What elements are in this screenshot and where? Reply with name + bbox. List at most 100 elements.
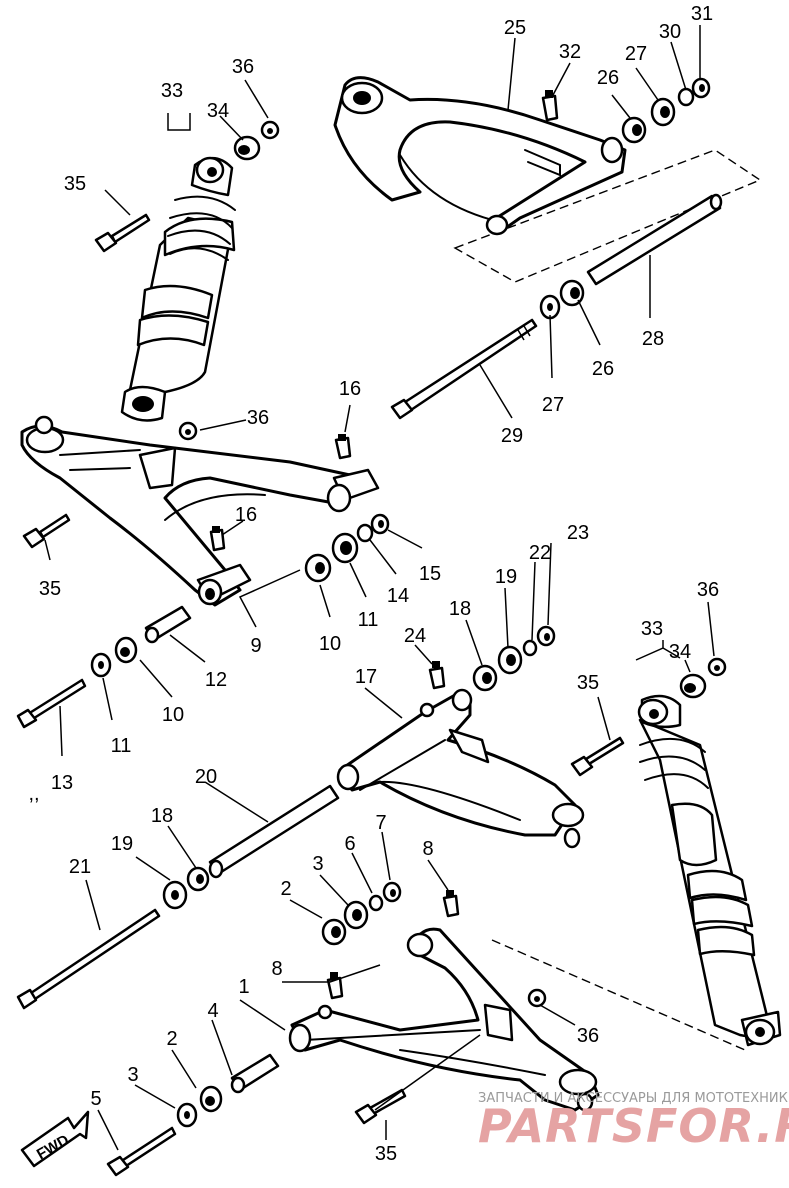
callout-4: 4 [207, 1000, 218, 1022]
callout-36: 36 [232, 56, 254, 78]
callout-9: 9 [250, 635, 261, 657]
callout-10: 10 [319, 633, 341, 655]
callout-8: 8 [422, 838, 433, 860]
callout-3: 3 [127, 1064, 138, 1086]
callout-27: 27 [542, 394, 564, 416]
callout-26: 26 [597, 67, 619, 89]
callout-34: 34 [207, 100, 229, 122]
callout-16: 16 [339, 378, 361, 400]
collar-12 [144, 605, 192, 644]
callout-2: 2 [280, 878, 291, 900]
callout-13: 13 [51, 772, 73, 794]
watermark-brand: PARTSFOR.RU [478, 1099, 789, 1153]
callout-25: 25 [504, 17, 526, 39]
bolt-35-bottom [354, 1034, 481, 1125]
grease-nipple-24 [428, 661, 446, 690]
callout-36: 36 [697, 579, 719, 601]
stray-mark: ,, [28, 783, 39, 805]
bolt-35-top [94, 213, 151, 253]
callout-18: 18 [449, 598, 471, 620]
callout-32: 32 [559, 41, 581, 63]
bolt-13 [16, 678, 87, 729]
shock-absorber-left [120, 156, 236, 422]
callout-31: 31 [691, 3, 713, 25]
callout-3: 3 [312, 853, 323, 875]
collar-34-top [233, 135, 261, 161]
callout-6: 6 [344, 833, 355, 855]
callout-36: 36 [247, 407, 269, 429]
callout-35: 35 [375, 1143, 397, 1165]
nut-36-right [707, 657, 727, 677]
grease-nipple-16-a [334, 434, 352, 460]
callout-8: 8 [271, 958, 282, 980]
nut-36-bottom [527, 988, 547, 1008]
callout-35: 35 [64, 173, 86, 195]
lower-arm-17 [336, 688, 585, 849]
callout-20: 20 [195, 766, 217, 788]
washers-26-27-mid [539, 279, 585, 320]
callout-17: 17 [355, 666, 377, 688]
callout-26: 26 [592, 358, 614, 380]
callout-29: 29 [501, 425, 523, 447]
callout-24: 24 [404, 625, 426, 647]
callout-11: 11 [111, 735, 132, 757]
callout-36: 36 [577, 1025, 599, 1047]
callout-5: 5 [90, 1088, 101, 1110]
bushings-26-27-30-31-top [621, 77, 711, 144]
callout-7: 7 [375, 812, 386, 834]
callout-35: 35 [577, 672, 599, 694]
callout-10: 10 [162, 704, 184, 726]
callout-1: 1 [238, 976, 249, 998]
collar-20 [208, 784, 340, 879]
leader-lines [44, 25, 715, 1151]
callout-12: 12 [205, 669, 227, 691]
callout-22: 22 [529, 542, 551, 564]
callout-16: 16 [235, 504, 257, 526]
callout-15: 15 [419, 563, 441, 585]
callout-21: 21 [69, 856, 91, 878]
callout-18: 18 [151, 805, 173, 827]
bolt-35-right [570, 736, 625, 777]
washers-10-11-mid-left [90, 636, 138, 678]
washers-2-3-lower [176, 1085, 223, 1128]
callout-27: 27 [625, 43, 647, 65]
bolt-21 [16, 908, 161, 1010]
lower-arm-1 [288, 927, 746, 1112]
collar-28 [586, 193, 723, 286]
grease-nipple-16-b [209, 526, 226, 552]
callout-19: 19 [111, 833, 133, 855]
nut-36-mid [178, 421, 198, 441]
bushings-2-3-6-7-upper [321, 881, 402, 946]
shock-absorber-right [637, 694, 782, 1047]
callout-labels: 25 32 26 27 30 31 28 26 27 29 36 33 34 3… [28, 3, 719, 1165]
callout-11: 11 [358, 609, 379, 631]
bolt-5 [106, 1126, 177, 1177]
callout-23: 23 [567, 522, 589, 544]
washers-18-19-lower [162, 866, 210, 910]
callout-35: 35 [39, 578, 61, 600]
callout-33: 33 [161, 80, 183, 102]
callout-14: 14 [387, 585, 409, 607]
bolt-29 [390, 318, 538, 420]
nut-36-top [260, 120, 280, 140]
callout-2: 2 [166, 1028, 177, 1050]
callout-34: 34 [669, 641, 691, 663]
bushings-18-19-22-23 [472, 625, 556, 692]
callout-19: 19 [495, 566, 517, 588]
callout-28: 28 [642, 328, 664, 350]
upper-arm-9 [20, 415, 380, 607]
grease-nipple-8-a [442, 890, 460, 918]
grease-nipple-32 [541, 90, 559, 122]
callout-33: 33 [641, 618, 663, 640]
fwd-arrow: FWD [20, 1110, 90, 1168]
bushings-10-11-14-15 [304, 513, 390, 583]
callout-30: 30 [659, 21, 681, 43]
collar-34-right [679, 673, 707, 699]
watermark-tagline: ЗАПЧАСТИ И АКСЕССУАРЫ ДЛЯ МОТОТЕХНИКИ [478, 1091, 789, 1106]
bolt-35-mid [22, 513, 71, 549]
watermark: ЗАПЧАСТИ И АКСЕССУАРЫ ДЛЯ МОТОТЕХНИКИ PA… [478, 1091, 789, 1153]
grease-nipple-8-b [326, 972, 344, 1000]
upper-arm-25 [333, 76, 762, 283]
collar-4 [230, 1053, 280, 1094]
